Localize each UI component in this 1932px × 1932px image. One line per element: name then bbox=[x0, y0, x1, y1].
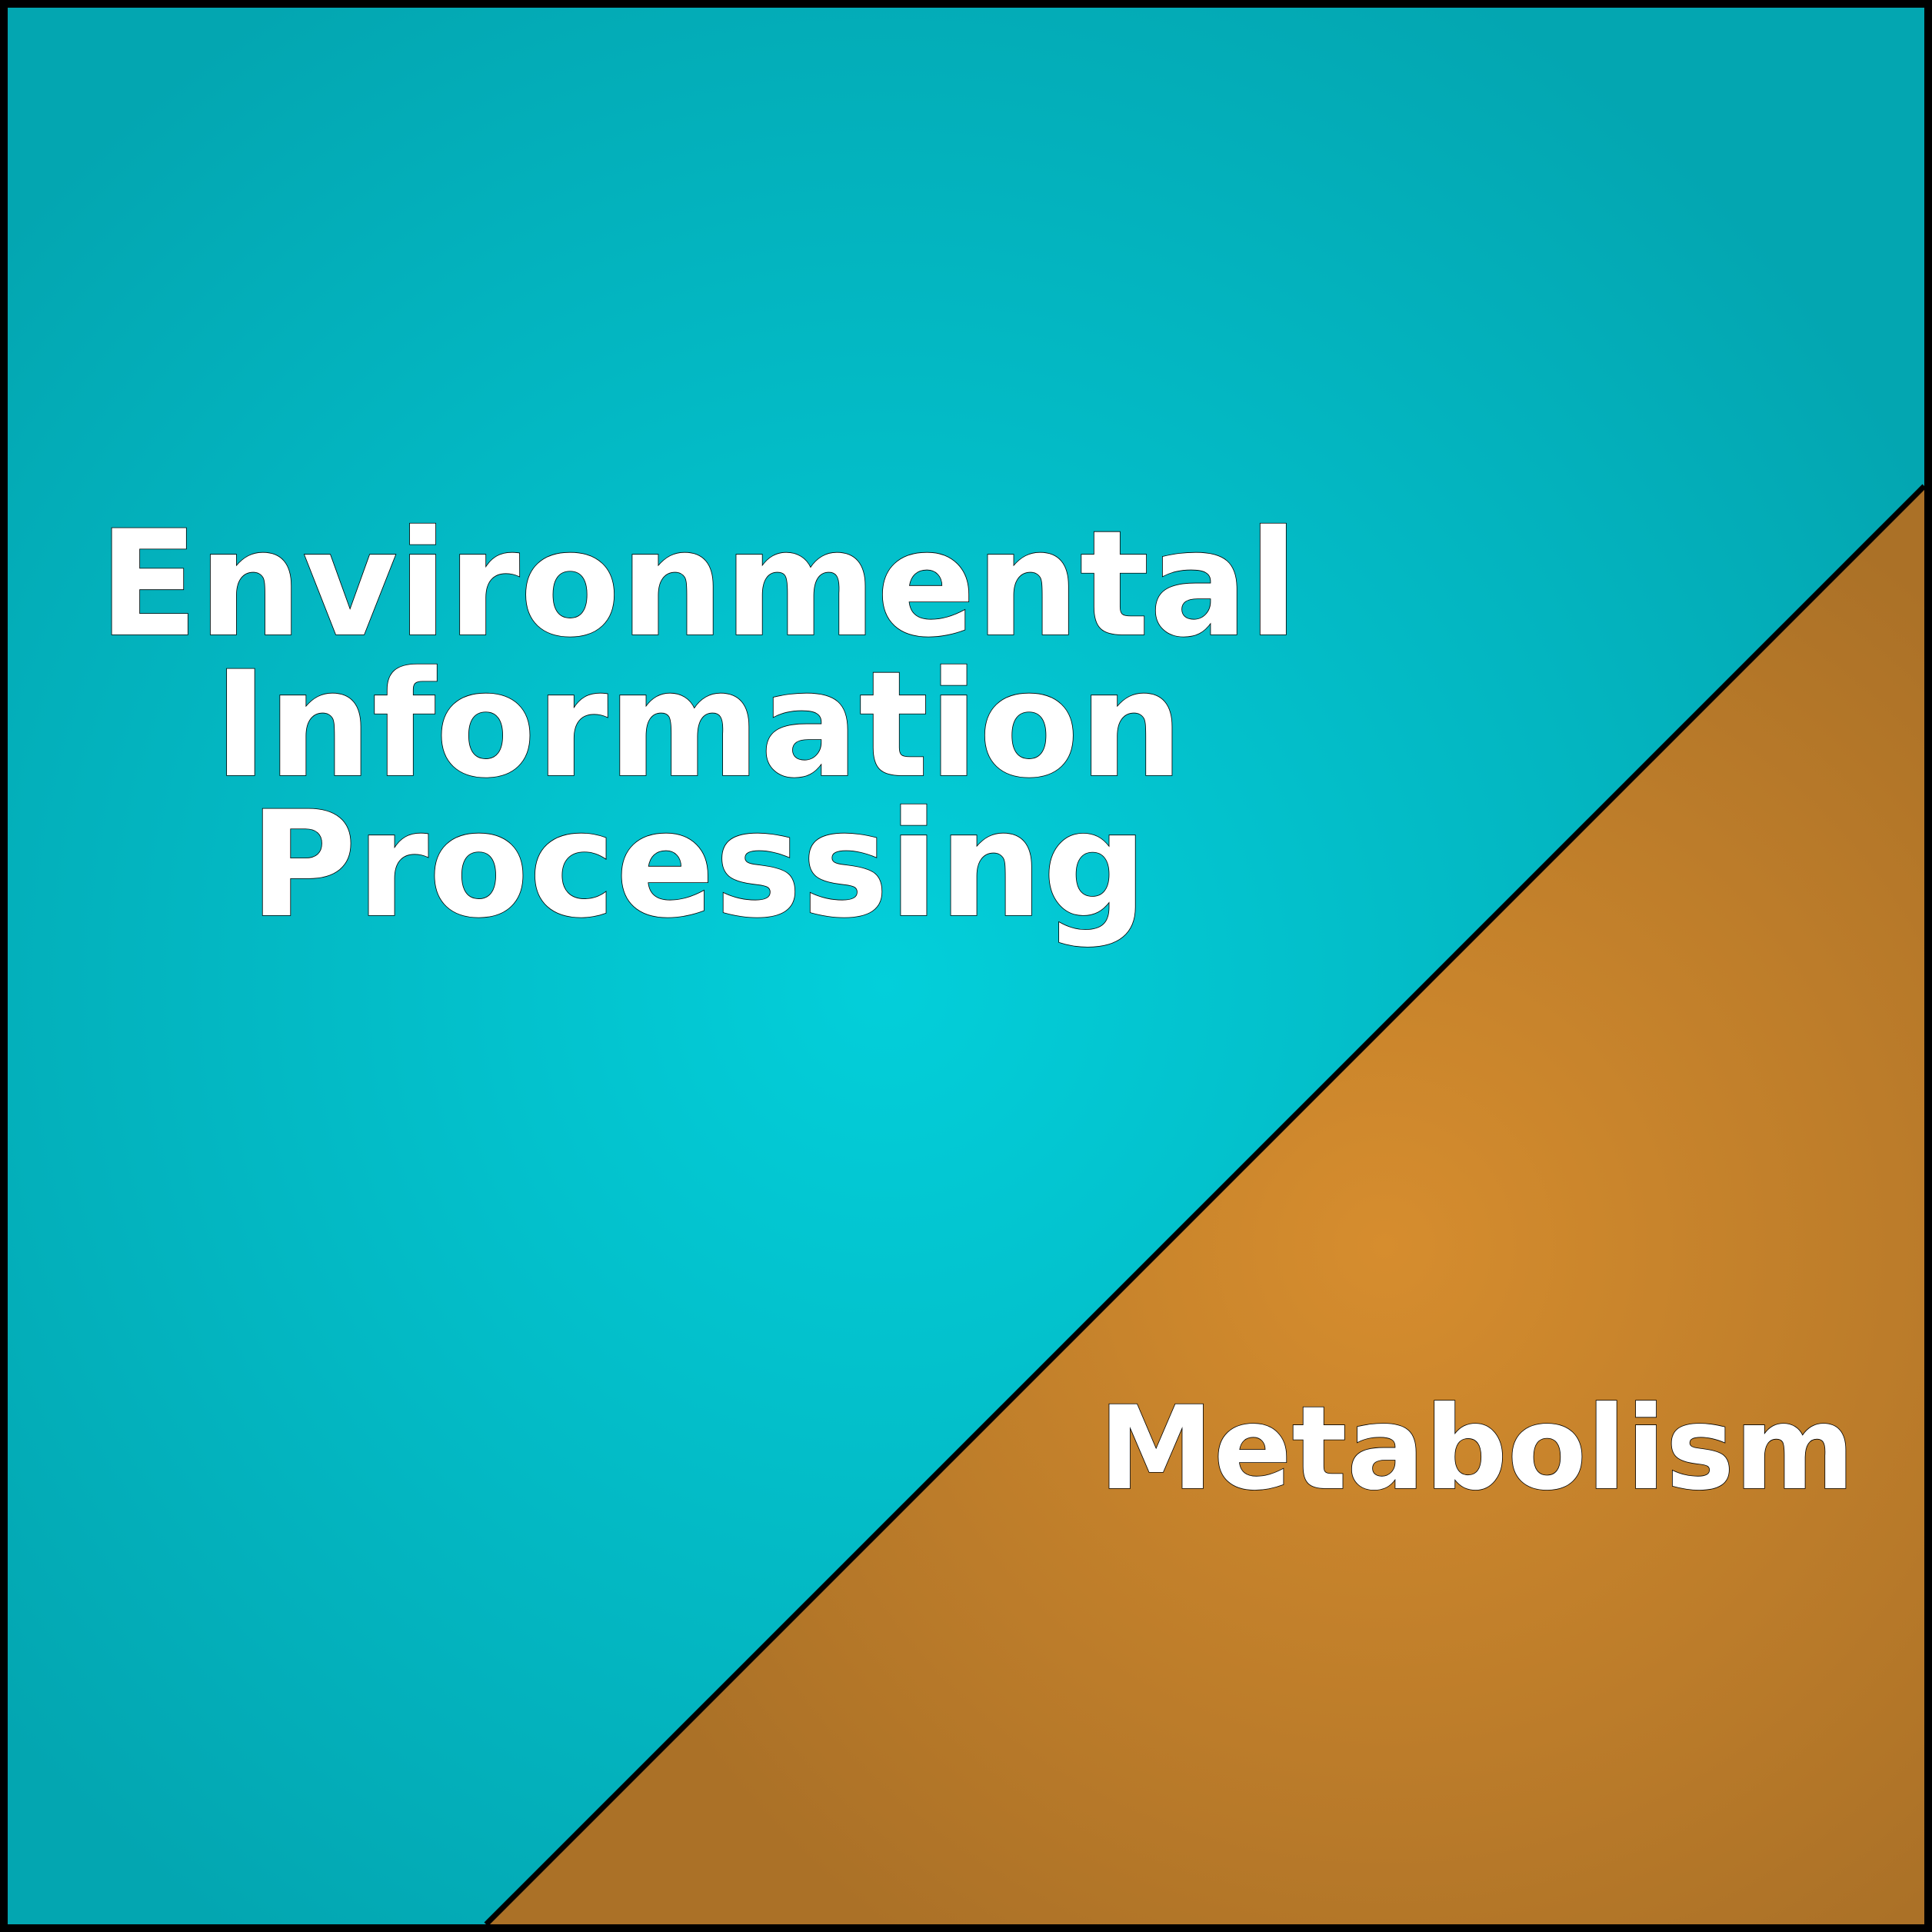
region-environmental-information-processing[interactable] bbox=[8, 8, 1924, 1924]
label-metabolism: Metabolism bbox=[1098, 1381, 1855, 1517]
label-line-metabolism: Metabolism bbox=[1099, 1382, 1855, 1516]
label-line-information: Information bbox=[214, 640, 1184, 810]
label-line-processing: Processing bbox=[249, 780, 1148, 950]
label-line-environmental: Environmental bbox=[98, 499, 1298, 669]
label-environmental-information-processing: Environmental Information Processing bbox=[98, 498, 1298, 951]
region-divider-line bbox=[484, 484, 1927, 1927]
